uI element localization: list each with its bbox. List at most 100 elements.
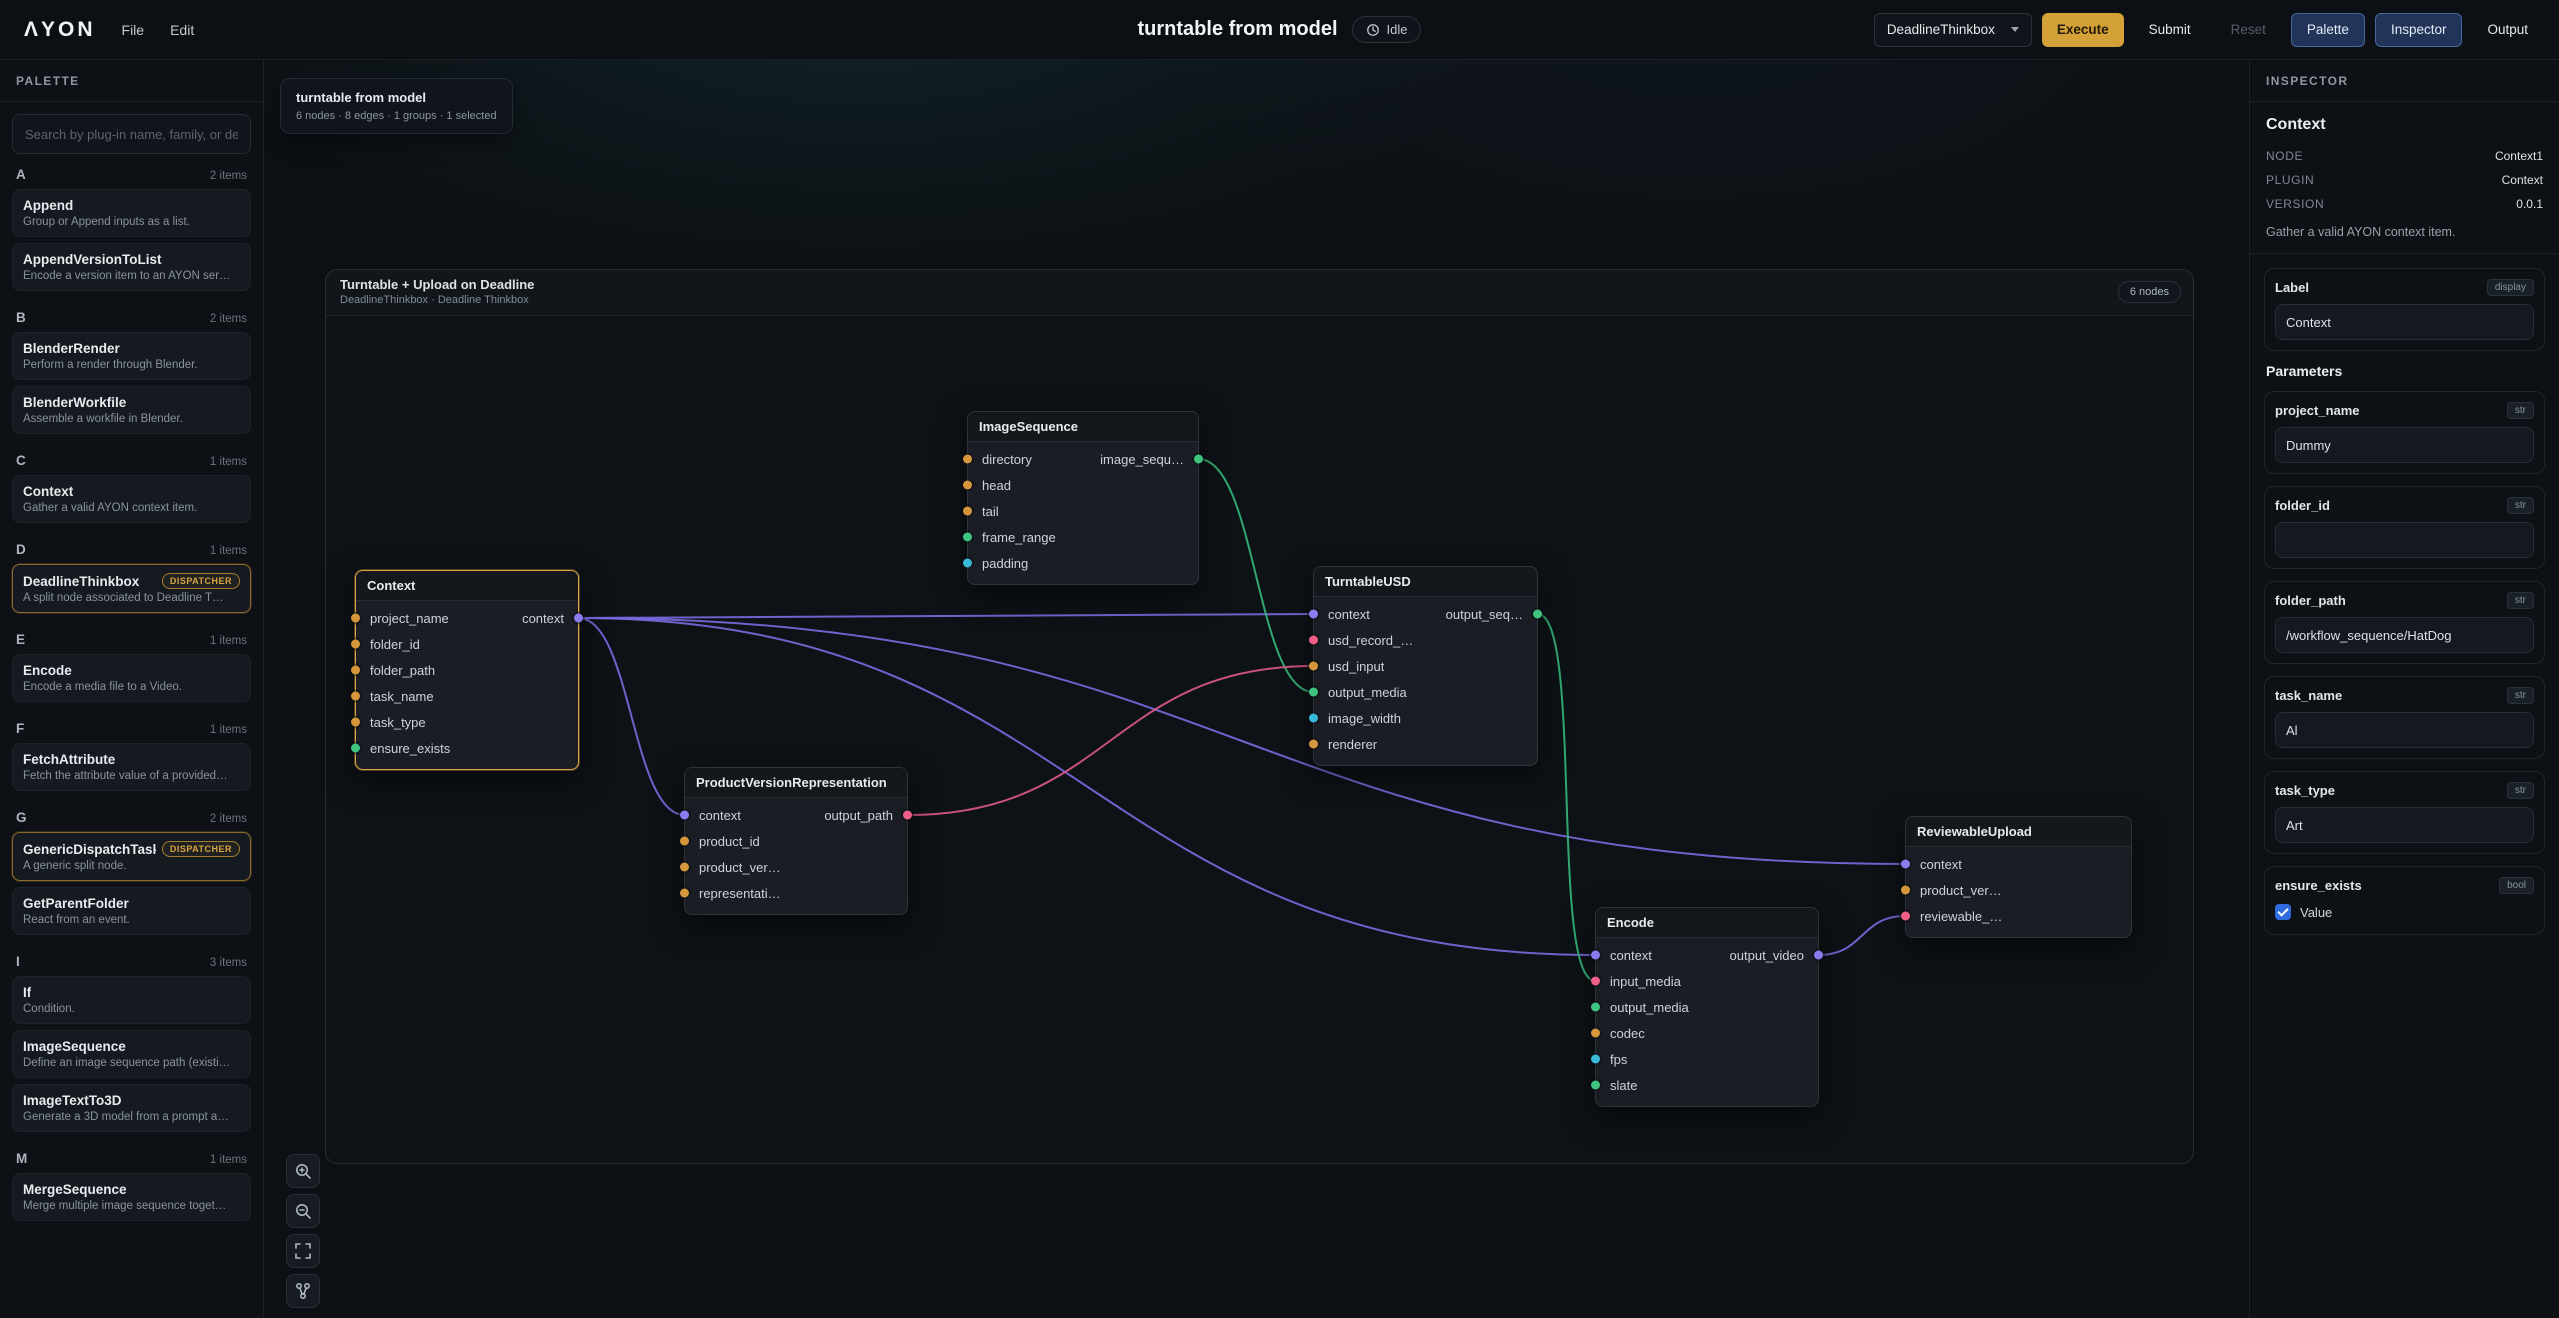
port-folder-path-in[interactable] (351, 665, 360, 675)
graph-info-stats: 6 nodes · 8 edges · 1 groups · 1 selecte… (296, 110, 497, 122)
port-product-version-in[interactable] (1901, 885, 1910, 895)
port-label: directory (982, 451, 1032, 467)
port-usd-record-in[interactable] (1309, 635, 1318, 645)
port-usd-input-in[interactable] (1309, 661, 1318, 671)
zoom-in-button[interactable] (286, 1154, 320, 1188)
dispatcher-select-value: DeadlineThinkbox (1886, 22, 1995, 37)
label-input[interactable] (2275, 304, 2534, 340)
node-group-box[interactable]: Turntable + Upload on Deadline DeadlineT… (325, 269, 2194, 1164)
port-task-name-in[interactable] (351, 691, 360, 701)
node-reviewableupload[interactable]: ReviewableUpload context product_ver… re… (1901, 816, 2132, 938)
port-label: head (982, 477, 1011, 493)
reset-button[interactable]: Reset (2216, 13, 2281, 47)
port-representation-in[interactable] (680, 888, 689, 898)
palette-item-context[interactable]: Context Gather a valid AYON context item… (12, 475, 251, 523)
palette-item-blenderrender[interactable]: BlenderRender Perform a render through B… (12, 332, 251, 380)
port-output-sequence-out[interactable] (1533, 609, 1542, 619)
inspector-toggle-button[interactable]: Inspector (2374, 12, 2463, 47)
node-title[interactable]: Encode (1596, 908, 1818, 938)
port-output-media-in[interactable] (1309, 687, 1318, 697)
meta-value-version: 0.0.1 (2516, 197, 2543, 211)
palette-toggle-button[interactable]: Palette (2290, 12, 2365, 47)
palette-item-encode[interactable]: Encode Encode a media file to a Video. (12, 654, 251, 702)
port-fps-in[interactable] (1591, 1054, 1600, 1064)
group-header[interactable]: Turntable + Upload on Deadline DeadlineT… (326, 270, 2193, 316)
node-title[interactable]: Context (356, 571, 578, 601)
port-codec-in[interactable] (1591, 1028, 1600, 1038)
node-turntableusd[interactable]: TurntableUSD context output_seq… usd_rec… (1309, 566, 1542, 766)
task-name-input[interactable] (2275, 712, 2534, 748)
node-productversionrepresentation[interactable]: ProductVersionRepresentation context out… (680, 767, 912, 915)
menu-edit[interactable]: Edit (170, 21, 195, 38)
palette-item-getparentfolder[interactable]: GetParentFolder React from an event. (12, 887, 251, 935)
port-output-video-out[interactable] (1814, 950, 1823, 960)
execute-button[interactable]: Execute (2041, 12, 2124, 47)
port-image-width-in[interactable] (1309, 713, 1318, 723)
port-renderer-in[interactable] (1309, 739, 1318, 749)
port-product-version-in[interactable] (680, 862, 689, 872)
node-title[interactable]: ImageSequence (968, 412, 1198, 442)
project-name-input[interactable] (2275, 427, 2534, 463)
node-title[interactable]: TurntableUSD (1314, 567, 1537, 597)
port-product-id-in[interactable] (680, 836, 689, 846)
port-context-in[interactable] (1901, 859, 1910, 869)
menu-file[interactable]: File (121, 21, 145, 38)
auto-layout-button[interactable] (286, 1274, 320, 1308)
node-encode[interactable]: Encode context output_video input_media … (1591, 907, 1823, 1107)
parameters-title: Parameters (2266, 363, 2343, 379)
palette-item-appendversiontolist[interactable]: AppendVersionToList Encode a version ite… (12, 243, 251, 291)
port-padding-in[interactable] (963, 558, 972, 568)
palette-item-fetchattribute[interactable]: FetchAttribute Fetch the attribute value… (12, 743, 251, 791)
folder-id-input[interactable] (2275, 522, 2534, 558)
port-context-out[interactable] (574, 613, 583, 623)
ensure-exists-checkbox[interactable] (2275, 904, 2291, 920)
palette-item-mergesequence[interactable]: MergeSequence Merge multiple image seque… (12, 1173, 251, 1221)
node-title[interactable]: ReviewableUpload (1906, 817, 2131, 847)
zoom-out-button[interactable] (286, 1194, 320, 1228)
port-input-media-in[interactable] (1591, 976, 1600, 986)
palette-item-append[interactable]: Append Group or Append inputs as a list. (12, 189, 251, 237)
search-input[interactable] (12, 114, 251, 154)
palette-item-blenderworkfile[interactable]: BlenderWorkfile Assemble a workfile in B… (12, 386, 251, 434)
node-graph-canvas[interactable]: Turntable + Upload on Deadline DeadlineT… (264, 60, 2249, 1318)
meta-key-plugin: PLUGIN (2266, 173, 2315, 187)
port-tail-in[interactable] (963, 506, 972, 516)
port-image-sequence-out[interactable] (1194, 454, 1203, 464)
palette-item-if[interactable]: If Condition. (12, 976, 251, 1024)
port-directory-in[interactable] (963, 454, 972, 464)
chevron-down-icon (2010, 27, 2019, 32)
item-title: Context (23, 484, 74, 499)
port-project-name-in[interactable] (351, 613, 360, 623)
port-context-in[interactable] (1309, 609, 1318, 619)
fit-view-button[interactable] (286, 1234, 320, 1268)
port-frame-range-in[interactable] (963, 532, 972, 542)
port-task-type-in[interactable] (351, 717, 360, 727)
output-toggle-button[interactable]: Output (2472, 13, 2543, 47)
port-folder-id-in[interactable] (351, 639, 360, 649)
node-context[interactable]: Context project_name context folder_id f… (351, 570, 583, 770)
port-context-in[interactable] (1591, 950, 1600, 960)
port-slate-in[interactable] (1591, 1080, 1600, 1090)
node-imagesequence[interactable]: ImageSequence directory image_sequ… head… (963, 411, 1203, 585)
palette-item-imagetextto3d[interactable]: ImageTextTo3D Generate a 3D model from a… (12, 1084, 251, 1132)
task-type-input[interactable] (2275, 807, 2534, 843)
folder-path-input[interactable] (2275, 617, 2534, 653)
port-label: tail (982, 503, 999, 519)
node-title[interactable]: ProductVersionRepresentation (685, 768, 907, 798)
field-label-text: ensure_exists (2275, 878, 2362, 893)
port-reviewable-in[interactable] (1901, 911, 1910, 921)
palette-panel: PALETTE A2 items Append Group or Append … (0, 60, 264, 1318)
port-ensure-exists-in[interactable] (351, 743, 360, 753)
port-output-media-in[interactable] (1591, 1002, 1600, 1012)
port-output-path-out[interactable] (903, 810, 912, 820)
submit-button[interactable]: Submit (2134, 13, 2206, 47)
dispatcher-select[interactable]: DeadlineThinkbox (1873, 12, 2032, 47)
item-title: MergeSequence (23, 1182, 127, 1197)
palette-item-imagesequence[interactable]: ImageSequence Define an image sequence p… (12, 1030, 251, 1078)
port-context-in[interactable] (680, 810, 689, 820)
port-head-in[interactable] (963, 480, 972, 490)
